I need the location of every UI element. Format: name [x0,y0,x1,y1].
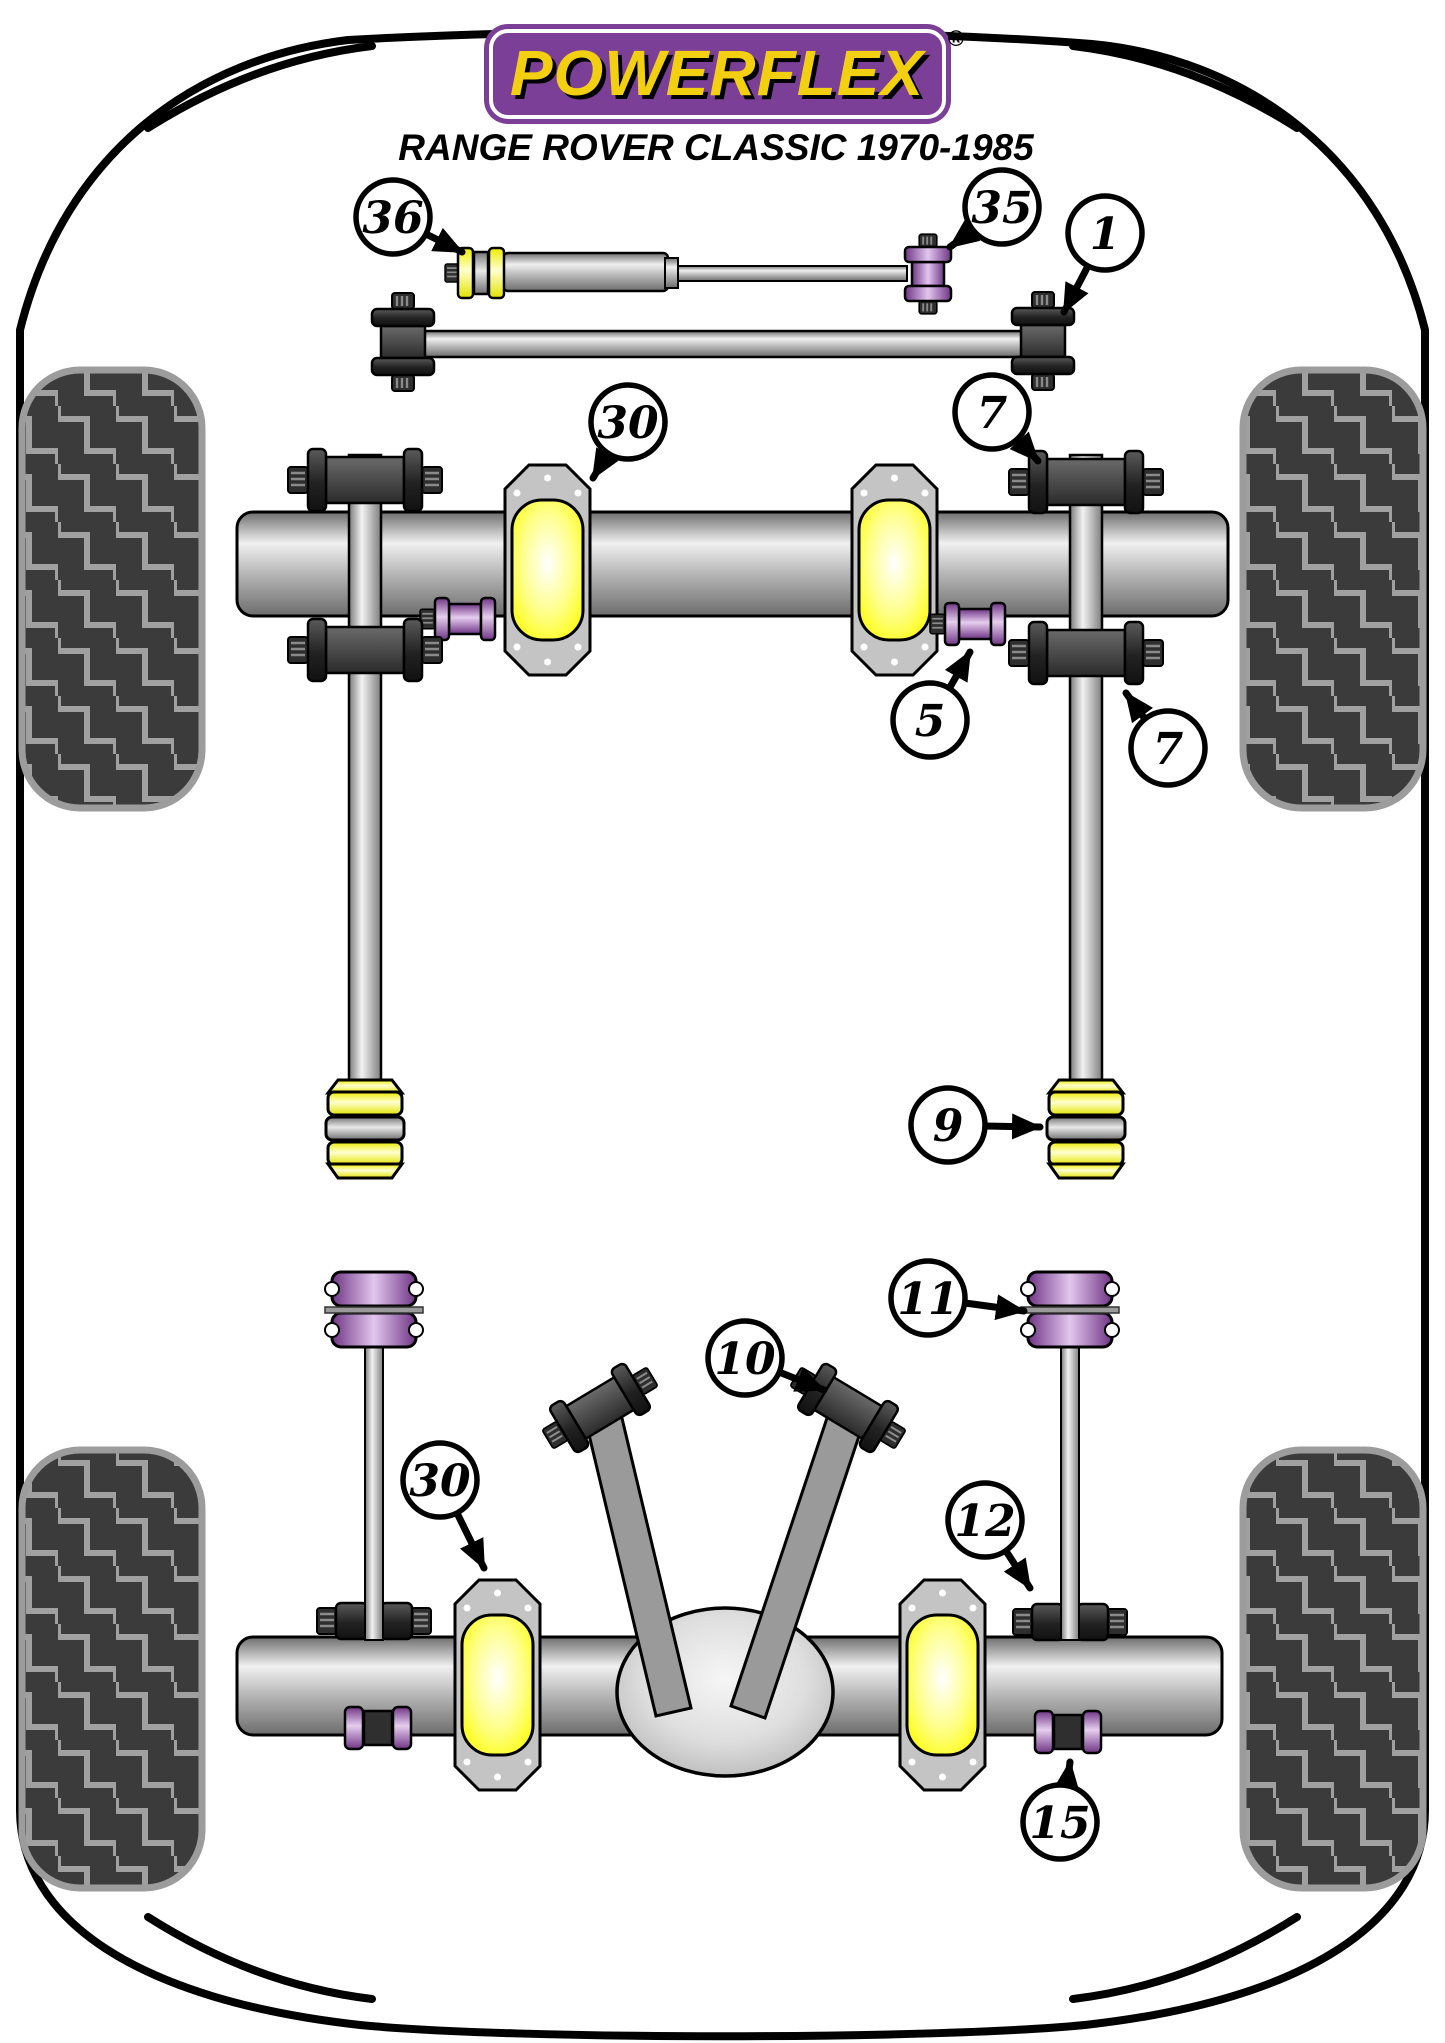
spring-plate-rear-left [453,1578,542,1792]
steering-damper-bush-yellow [444,246,506,300]
registered-mark-icon: ® [948,26,964,51]
body-detail-arc-top-right [1069,42,1301,132]
powerflex-logo: POWERFLEX POWERFLEX ® [484,24,964,124]
rear-shock-rod-right [1060,1343,1080,1641]
steering-damper [444,234,951,314]
front-axle-tube [235,510,1230,618]
callout-12: 12 [945,1480,1034,1592]
svg-text:36: 36 [362,193,423,244]
svg-text:30: 30 [597,398,659,449]
callout-30-front: 30 [588,382,668,482]
svg-text:9: 9 [933,1101,964,1152]
callout-7-upper: 7 [952,372,1042,465]
radius-arm-bush-upper-right [1009,451,1163,513]
wheel-front-left [18,366,206,812]
callout-9: 9 [908,1085,1044,1165]
callout-5: 5 [890,648,974,760]
radius-arm-bush-lower-left [288,619,442,681]
radius-arm-bush-upper-left [288,449,442,511]
svg-text:10: 10 [714,1334,776,1385]
logo-text: POWERFLEX [510,37,927,109]
callout-10: 10 [705,1318,828,1398]
body-detail-arc-bottom-right [1069,1913,1301,2003]
wheel-front-right [1239,366,1427,812]
page-title: RANGE ROVER CLASSIC 1970-1985 [398,127,1035,168]
callout-35: 35 [946,167,1042,251]
steering-damper-link-bush-purple [905,234,951,314]
radius-arm-left [347,453,383,1084]
rear-axle-link-bush-left [343,1705,413,1751]
wheels [18,366,1427,1892]
body-detail-arc-bottom-left [144,1913,376,2003]
radius-arm-bush-lower-right [1009,622,1163,684]
panhard-rod [372,292,1074,391]
callout-30-rear: 30 [400,1440,488,1572]
logo-text-shadow: POWERFLEX [514,41,931,113]
callout-15: 15 [1020,1758,1100,1862]
rear-shock-top-bush-right [1019,1270,1121,1349]
callout-1: 1 [1060,193,1145,316]
radius-arm-chassis-bush-right [1045,1078,1127,1180]
svg-text:12: 12 [954,1496,1015,1547]
svg-text:35: 35 [971,183,1032,234]
callout-36: 36 [353,177,466,257]
wheel-rear-right [1239,1446,1427,1892]
callouts: 36 35 1 30 7 5 7 [353,167,1208,1862]
rear-axle-group [235,1270,1224,1792]
rear-shock-top-bush-left [323,1270,425,1349]
svg-text:30: 30 [409,1456,471,1507]
svg-text:7: 7 [1153,724,1184,775]
spring-plate-front-left [503,463,592,677]
rear-shock-rod-left [364,1343,384,1641]
front-axle-group [235,449,1230,1180]
svg-text:1: 1 [1090,209,1121,260]
svg-text:11: 11 [897,1274,958,1325]
body-detail-arc-top-left [144,42,376,132]
radius-arm-chassis-bush-left [324,1078,406,1180]
wheel-rear-left [18,1446,206,1892]
callout-7-lower: 7 [1122,689,1208,788]
spring-plate-rear-right [898,1578,987,1792]
svg-text:7: 7 [977,388,1008,439]
svg-text:15: 15 [1029,1798,1090,1849]
callout-11: 11 [888,1258,1028,1338]
rear-axle-link-bush-right [1033,1709,1103,1755]
svg-text:5: 5 [915,696,946,747]
radius-arm-right [1068,453,1104,1084]
spring-plate-front-right [850,463,939,677]
